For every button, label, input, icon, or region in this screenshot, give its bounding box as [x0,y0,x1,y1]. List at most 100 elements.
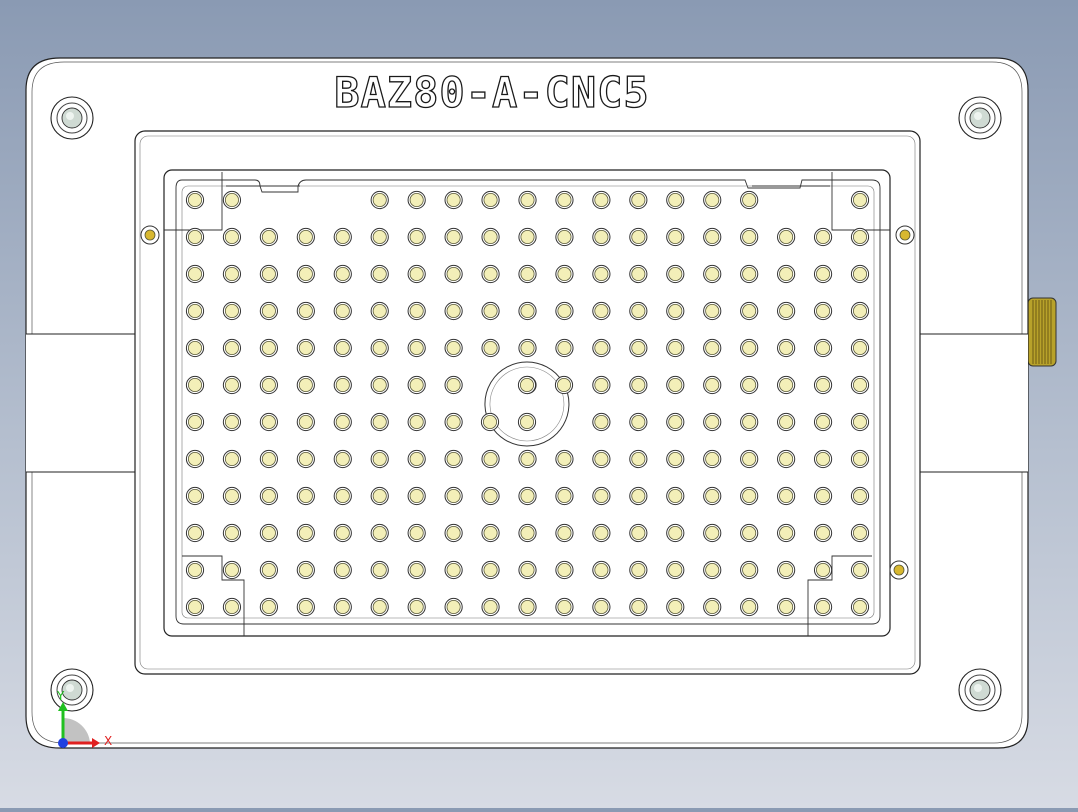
pin [557,563,572,578]
pin [224,600,239,615]
pin [409,303,424,318]
pin [224,266,239,281]
pin [298,526,313,541]
pin [853,340,868,355]
pin [853,488,868,503]
pin [631,266,646,281]
pin [557,488,572,503]
pin [409,229,424,244]
pin [594,266,609,281]
pin [853,526,868,541]
pin [261,451,276,466]
pin [557,229,572,244]
pin [187,303,202,318]
pin [668,266,683,281]
pin [742,303,757,318]
pin [224,229,239,244]
pin [779,229,794,244]
pin [224,414,239,429]
pin [668,563,683,578]
pin [446,340,461,355]
pin [520,600,535,615]
pin [668,340,683,355]
pin [520,229,535,244]
pin [483,526,498,541]
pin [483,266,498,281]
pin [742,563,757,578]
pin [705,563,720,578]
center-pin-group [480,375,574,432]
pin [742,600,757,615]
pin [409,414,424,429]
pin [187,340,202,355]
pin [409,600,424,615]
pin [261,600,276,615]
pin [705,600,720,615]
center-pin [520,377,535,392]
pin [409,377,424,392]
pin [705,526,720,541]
pin [557,192,572,207]
pin [668,488,683,503]
pin [372,526,387,541]
pin [779,563,794,578]
pin [446,377,461,392]
pin [372,377,387,392]
nest-inner-outline [181,185,875,619]
pin [187,192,202,207]
pin [261,526,276,541]
pin [446,414,461,429]
pin [853,600,868,615]
pin [631,340,646,355]
pin [779,600,794,615]
pin [483,340,498,355]
pin [224,340,239,355]
pin [409,266,424,281]
pin [742,414,757,429]
pin [816,303,831,318]
pin [779,451,794,466]
pin [446,600,461,615]
pin [779,526,794,541]
inner-pocket [163,169,891,637]
pin [187,414,202,429]
pin [853,303,868,318]
pin [631,303,646,318]
pin [446,526,461,541]
pin [483,488,498,503]
screw-highlight [66,684,74,692]
x-axis-arrowhead [92,738,100,748]
pin [261,303,276,318]
pin [705,488,720,503]
pin [335,340,350,355]
pin [631,600,646,615]
pin [261,229,276,244]
pin [409,563,424,578]
pin [742,526,757,541]
pin [816,377,831,392]
pin [520,266,535,281]
pin [446,303,461,318]
pin [668,303,683,318]
pin [631,488,646,503]
pin [335,266,350,281]
pin [557,451,572,466]
y-axis-label: Y [56,689,65,703]
pin [409,451,424,466]
pin [446,563,461,578]
pin [372,192,387,207]
pin [372,303,387,318]
pin [853,563,868,578]
pin [261,266,276,281]
pin [705,377,720,392]
pin [298,600,313,615]
pin [705,229,720,244]
pin [779,488,794,503]
pin [668,414,683,429]
mounting-screws [50,96,1002,712]
center-pin [520,414,535,429]
pin [446,229,461,244]
pin [779,266,794,281]
pin [816,414,831,429]
